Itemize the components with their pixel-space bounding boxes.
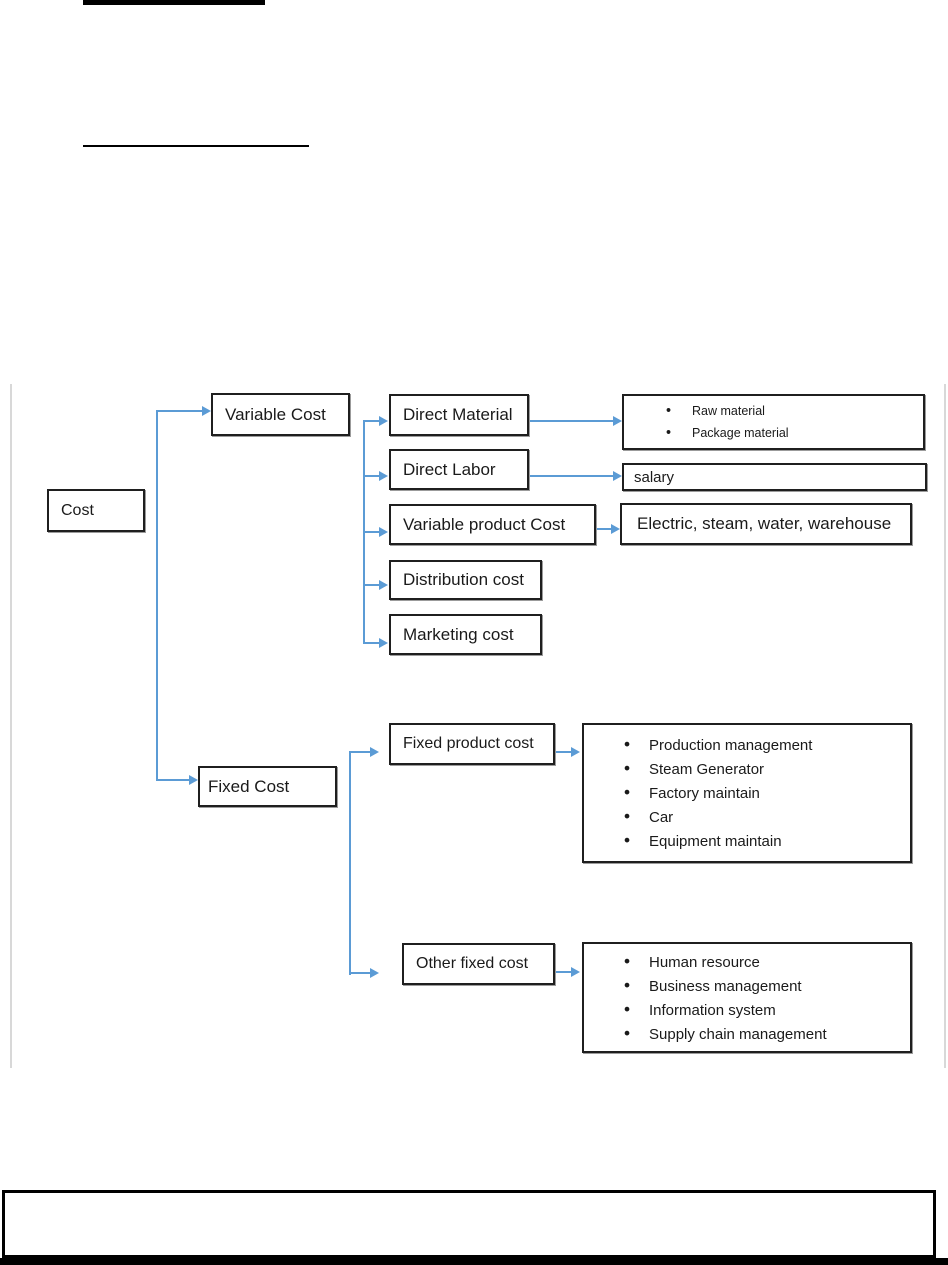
arrowhead-direct-material: [379, 416, 388, 426]
node-variable-cost: Variable Cost: [211, 393, 350, 436]
arrowhead-fixed-cost: [189, 775, 198, 785]
bullet-item: Business management: [584, 974, 910, 998]
node-distribution-cost-label: Distribution cost: [403, 570, 524, 589]
arrowhead-fixed-product-detail: [571, 747, 580, 757]
bullet-item: Raw material: [624, 400, 923, 422]
node-other-fixed-cost: Other fixed cost: [402, 943, 555, 985]
node-marketing-cost-label: Marketing cost: [403, 624, 514, 644]
bullet-text: Raw material: [692, 404, 765, 418]
connector-to-fixed-cost: [156, 779, 191, 781]
connector-to-other-fixed: [349, 972, 371, 974]
node-direct-material: Direct Material: [389, 394, 529, 436]
connector-other-fixed-detail: [555, 971, 572, 973]
connector-labor-detail: [529, 475, 614, 477]
detail-direct-labor: salary: [622, 463, 927, 491]
bullet-item: Supply chain management: [584, 1022, 910, 1046]
second-heading-underline: [83, 145, 309, 147]
bullet-text: Car: [649, 809, 674, 826]
connector-to-direct-material: [363, 420, 380, 422]
arrowhead-other-fixed: [370, 968, 379, 978]
connector-main-trunk: [156, 411, 158, 781]
node-variable-cost-label: Variable Cost: [225, 404, 326, 424]
bullet-item: Information system: [584, 998, 910, 1022]
detail-direct-material: Raw material Package material: [622, 394, 925, 450]
bullet-text: Human resource: [649, 953, 760, 971]
node-fixed-cost-label: Fixed Cost: [208, 776, 290, 796]
empty-text-box: [2, 1190, 936, 1258]
bullet-text: Equipment maintain: [649, 833, 782, 850]
arrowhead-labor-detail: [613, 471, 622, 481]
bullet-item: Production management: [584, 733, 910, 757]
bullet-text: Factory maintain: [649, 785, 760, 802]
arrowhead-other-fixed-detail: [571, 967, 580, 977]
top-heading-underline: [83, 0, 265, 5]
connector-fixed-trunk: [349, 751, 351, 975]
connector-to-variable-cost: [156, 410, 203, 412]
node-variable-product-cost: Variable product Cost: [389, 504, 596, 545]
detail-variable-product: Electric, steam, water, warehouse: [620, 503, 912, 545]
arrowhead-material-detail: [613, 416, 622, 426]
arrowhead-fixed-product: [370, 747, 379, 757]
bullet-item: Factory maintain: [584, 781, 910, 805]
node-variable-product-cost-label: Variable product Cost: [403, 514, 566, 534]
bullet-item: Equipment maintain: [584, 829, 910, 853]
arrowhead-direct-labor: [379, 471, 388, 481]
arrowhead-variable-product: [379, 527, 388, 537]
connector-to-marketing: [363, 642, 380, 644]
figure-left-border: [10, 384, 12, 1068]
bullet-text: Business management: [649, 977, 802, 995]
bullet-text: Supply chain management: [649, 1025, 827, 1043]
bullet-text: Steam Generator: [649, 761, 765, 778]
node-direct-labor-label: Direct Labor: [403, 459, 496, 479]
arrowhead-marketing: [379, 638, 388, 648]
connector-material-detail: [529, 420, 614, 422]
bullet-item: Car: [584, 805, 910, 829]
node-direct-material-label: Direct Material: [403, 405, 513, 424]
detail-fixed-product: Production management Steam Generator Fa…: [582, 723, 912, 863]
bullet-text: Package material: [692, 426, 789, 440]
node-direct-labor: Direct Labor: [389, 449, 529, 490]
other-fixed-list: Human resource Business management Infor…: [584, 950, 910, 1046]
connector-to-direct-labor: [363, 475, 380, 477]
bullet-text: Information system: [649, 1001, 776, 1019]
connector-to-distribution: [363, 584, 380, 586]
node-fixed-product-cost-label: Fixed product cost: [403, 735, 534, 752]
arrowhead-distribution: [379, 580, 388, 590]
connector-to-variable-product: [363, 531, 380, 533]
detail-direct-labor-label: salary: [634, 468, 675, 486]
node-marketing-cost: Marketing cost: [389, 614, 542, 655]
bottom-page-bar: [0, 1258, 948, 1265]
bullet-text: Production management: [649, 737, 813, 754]
bullet-item: Steam Generator: [584, 757, 910, 781]
detail-variable-product-label: Electric, steam, water, warehouse: [637, 514, 892, 533]
bullet-item: Package material: [624, 422, 923, 444]
node-fixed-product-cost: Fixed product cost: [389, 723, 555, 765]
connector-product-detail: [596, 528, 612, 530]
node-distribution-cost: Distribution cost: [389, 560, 542, 600]
figure-right-border: [944, 384, 946, 1068]
fixed-product-list: Production management Steam Generator Fa…: [584, 733, 910, 853]
detail-other-fixed: Human resource Business management Infor…: [582, 942, 912, 1053]
node-fixed-cost: Fixed Cost: [198, 766, 337, 807]
node-other-fixed-cost-label: Other fixed cost: [416, 955, 529, 972]
connector-fixed-product-detail: [555, 751, 572, 753]
node-cost-label: Cost: [61, 501, 94, 519]
node-cost: Cost: [47, 489, 145, 532]
arrowhead-variable-cost: [202, 406, 211, 416]
direct-material-list: Raw material Package material: [624, 400, 923, 444]
bullet-item: Human resource: [584, 950, 910, 974]
arrowhead-product-detail: [611, 524, 620, 534]
connector-to-fixed-product: [349, 751, 371, 753]
